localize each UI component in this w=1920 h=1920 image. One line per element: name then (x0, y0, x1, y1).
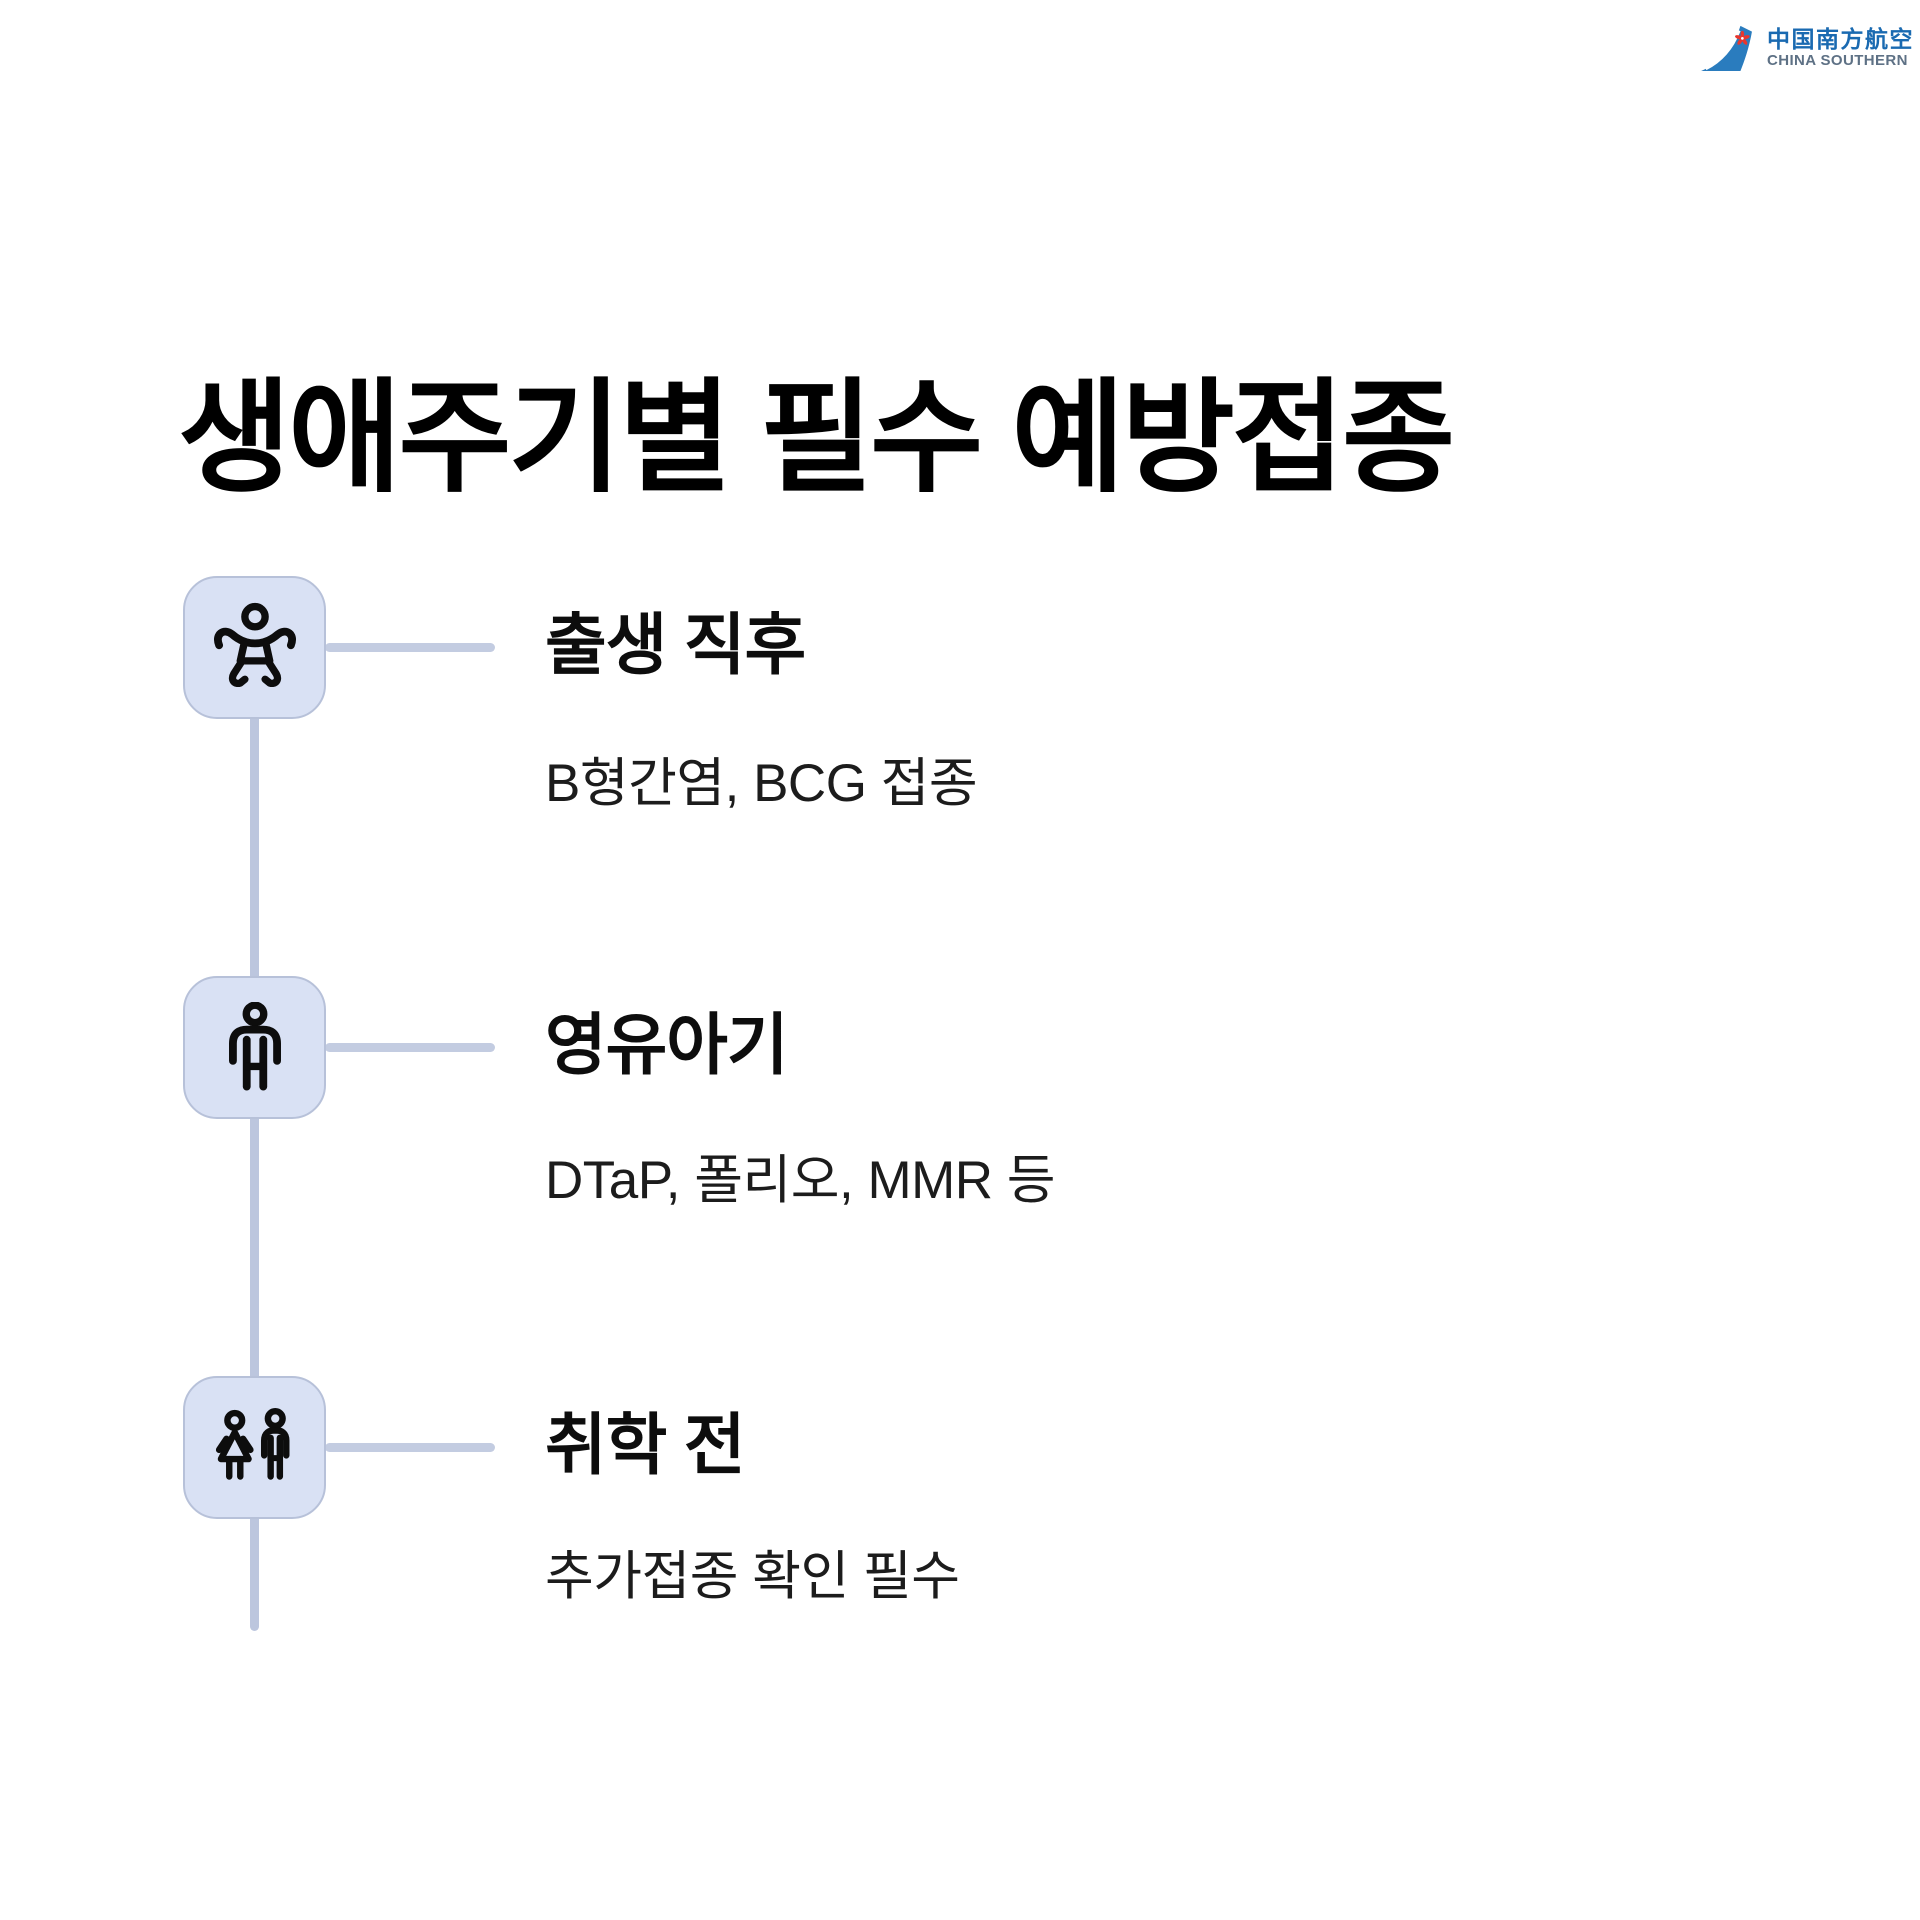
page-title: 생애주기별 필수 예방접종 (178, 370, 1455, 508)
baby-icon (213, 602, 296, 687)
timeline-connector (325, 1443, 495, 1452)
timeline-vertical-line (250, 647, 259, 1631)
timeline-node-birth (183, 576, 326, 719)
timeline-node-preschool (183, 1376, 326, 1519)
timeline-description-preschool: 추가접종 확인 필수 (545, 1547, 960, 1606)
china-southern-logo: 中国南方航空 CHINA SOUTHERN (1698, 24, 1914, 72)
toddler-icon (228, 1001, 281, 1091)
logo-cn-text: 中国南方航空 (1767, 26, 1914, 52)
timeline-description-birth: B형간염, BCG 접종 (545, 754, 978, 813)
kapok-flower-icon (1735, 30, 1750, 45)
timeline-heading-birth: 출생 직후 (545, 608, 806, 683)
airline-tail-icon (1701, 25, 1752, 72)
timeline-heading-infancy: 영유아기 (545, 1008, 789, 1083)
timeline-node-infancy (183, 976, 326, 1119)
timeline-description-infancy: DTaP, 폴리오, MMR 등 (545, 1151, 1056, 1210)
logo-text: 中国南方航空 CHINA SOUTHERN (1767, 26, 1914, 70)
children-icon (215, 1407, 289, 1480)
logo-en-text: CHINA SOUTHERN (1767, 52, 1908, 69)
timeline-connector (325, 1043, 495, 1052)
timeline-connector (325, 643, 495, 652)
timeline-heading-preschool: 취학 전 (545, 1408, 746, 1483)
